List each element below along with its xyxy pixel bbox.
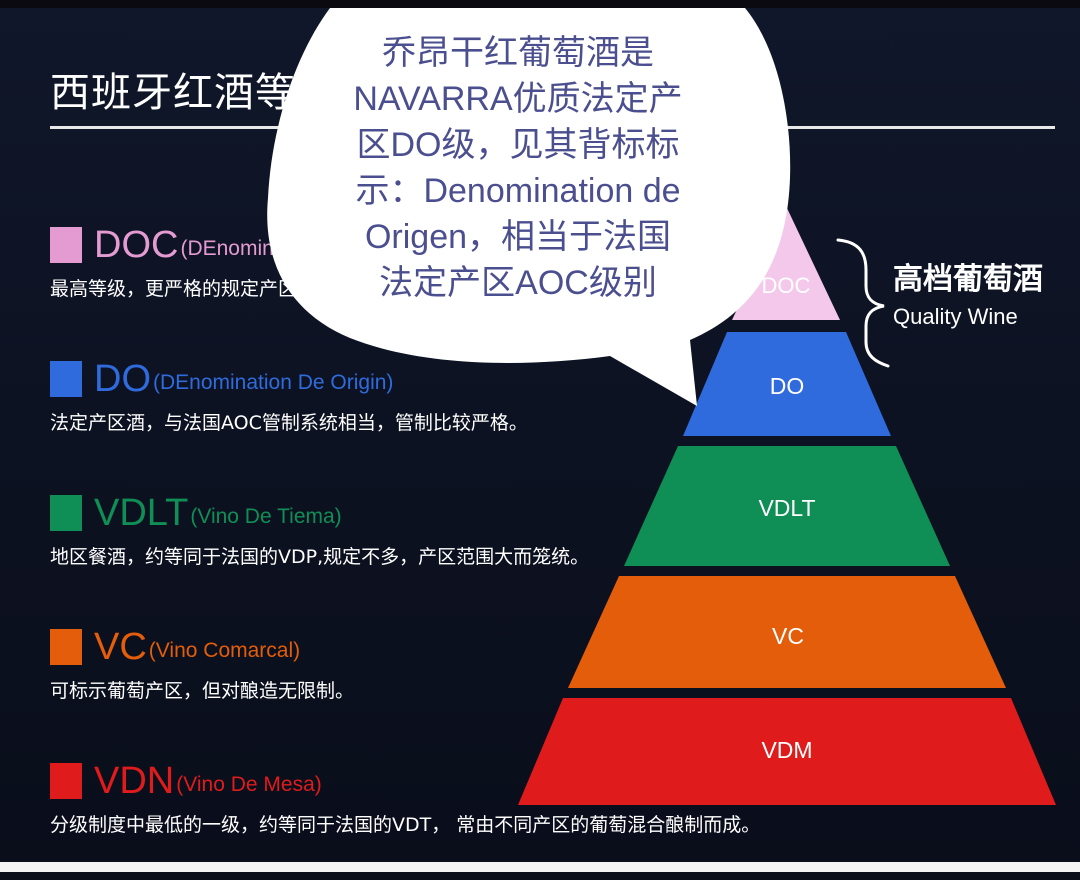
pyramid-label-vdlt: VDLT [758,495,815,521]
level-item-do: DO (DEnomination De Origin) 法定产区酒，与法国AOC… [50,360,528,435]
level-code: DO [94,358,151,400]
speech-bubble-shape [267,8,791,406]
pyramid-tier-vc [568,576,1006,688]
level-description: 最高等级，更严格的规定产区 [50,278,298,300]
level-code: DOC [94,224,179,266]
level-code: VDLT [94,492,189,534]
level-description: 可标示葡萄产区，但对酿造无限制。 [50,680,355,702]
level-swatch [50,763,82,799]
level-code: VDN [94,760,175,802]
pyramid-tier-vdm [518,698,1056,805]
bubble-line: Origen，相当于法国 [364,218,672,256]
level-code: VC [94,626,147,668]
quality-wine-en: Quality Wine [893,304,1018,329]
bubble-line: 区DO级，见其背标标 [356,126,680,164]
bubble-line: 示：Denomination de [355,172,681,210]
level-swatch [50,495,82,531]
level-fullname: (DEnomination De Origin) [153,371,394,394]
level-description: 法定产区酒，与法国AOC管制系统相当，管制比较严格。 [50,412,528,434]
pyramid-label-doc: DOC [762,273,811,298]
speech-bubble [267,8,791,406]
pyramid-tier-doc [732,206,840,320]
level-swatch [50,629,82,665]
quality-wine-label: 高档葡萄酒 Quality Wine [893,254,1043,330]
bubble-line: 乔昂干红葡萄酒是 [382,34,654,72]
level-item-vc: VC (Vino Comarcal) 可标示葡萄产区，但对酿造无限制。 [50,628,354,703]
curly-brace-icon [836,238,890,368]
pyramid-tier-vdlt [624,446,950,566]
pyramid-diagram: DOC DO VDLT VC VDM [518,206,1056,805]
level-fullname: (Vino De Tiema) [190,505,342,528]
level-swatch [50,361,82,397]
pyramid-label-do: DO [770,373,805,399]
speech-bubble-text: 乔昂干红葡萄酒是 NAVARRA优质法定产 区DO级，见其背标标 示：Denom… [318,30,718,306]
level-swatch [50,227,82,263]
pyramid-tier-do [683,332,891,436]
bubble-line: NAVARRA优质法定产 [353,80,683,118]
level-item-vdlt: VDLT (Vino De Tiema) 地区餐酒，约等同于法国的VDP,规定不… [50,494,589,569]
level-item-vdn: VDN (Vino De Mesa) 分级制度中最低的一级，约等同于法国的VDT… [50,762,760,837]
level-fullname: (Vino Comarcal) [148,639,301,662]
pyramid-label-vdm: VDM [761,737,812,763]
quality-wine-cn: 高档葡萄酒 [893,262,1043,297]
level-description: 地区餐酒，约等同于法国的VDP,规定不多，产区范围大而笼统。 [50,546,590,568]
level-description: 分级制度中最低的一级，约等同于法国的VDT， 常由不同产区的葡萄混合酿制而成。 [50,814,761,836]
bubble-line: 法定产区AOC级别 [379,264,657,302]
level-fullname: (Vino De Mesa) [176,773,322,796]
pyramid-label-vc: VC [772,623,804,649]
